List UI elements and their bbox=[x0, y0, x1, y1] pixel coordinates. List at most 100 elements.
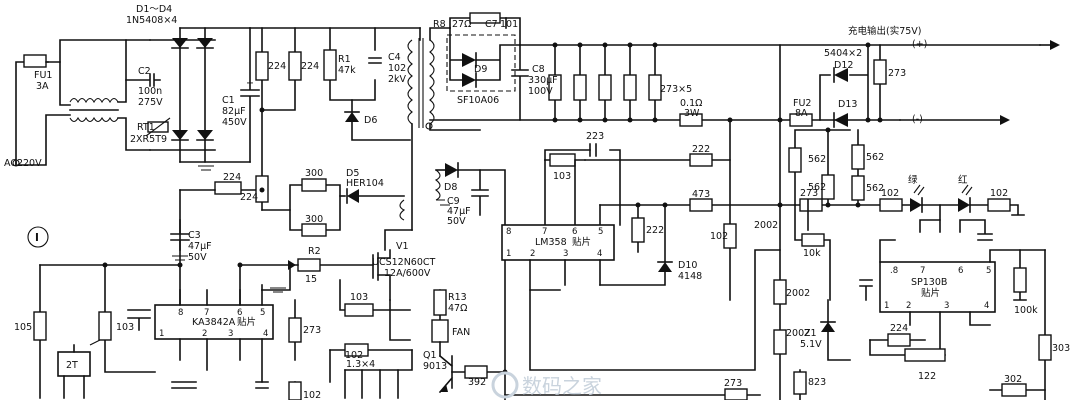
label-d13: D13 bbox=[838, 99, 857, 110]
resistor-224-b bbox=[288, 51, 302, 81]
label-d10: D10 bbox=[678, 260, 697, 271]
ac-input-section: + bbox=[12, 27, 260, 171]
label-ic2-p8: 8 bbox=[506, 227, 511, 237]
label-ic2-p6: 6 bbox=[572, 227, 577, 237]
label-r300-b: 300 bbox=[305, 214, 323, 225]
resistor-105 bbox=[33, 311, 47, 341]
label-output: 充电输出(实75V) bbox=[848, 25, 922, 37]
label-r300-a: 300 bbox=[305, 168, 323, 179]
resistor-392 bbox=[464, 365, 488, 379]
label-r13x4: 1.3×4 bbox=[346, 359, 375, 370]
label-ic2: LM358 bbox=[535, 237, 567, 248]
label-ic2-p2: 2 bbox=[530, 249, 535, 259]
label-r224-e: 224 bbox=[890, 323, 908, 334]
label-r222-b: 222 bbox=[646, 225, 664, 236]
label-r2-val: 15 bbox=[305, 274, 317, 285]
ic-ka3842a bbox=[154, 304, 274, 340]
resistor-222-a bbox=[689, 153, 713, 167]
label-d5-part: HER104 bbox=[346, 178, 384, 189]
label-r1: R1 bbox=[338, 54, 351, 65]
label-c7-val: 101 bbox=[500, 19, 518, 30]
label-u2t: 2T bbox=[66, 360, 78, 371]
label-r562-a: 562 bbox=[808, 154, 826, 165]
label-r224-c: 224 bbox=[223, 172, 241, 183]
diode-d13 bbox=[834, 113, 848, 127]
label-r13-val: 47Ω bbox=[448, 303, 467, 314]
label-ic3: SP130B bbox=[911, 277, 947, 288]
label-fu1: FU1 bbox=[34, 70, 52, 81]
label-ic1-p3: 3 bbox=[228, 329, 233, 339]
label-r103-a: 103 bbox=[116, 322, 134, 333]
label-out-plus: (+) bbox=[912, 39, 927, 50]
watermark: 数码之家 bbox=[491, 371, 602, 399]
resistor-103-b bbox=[344, 303, 374, 317]
label-ic2-p4: 4 bbox=[597, 249, 602, 259]
label-r823: 823 bbox=[808, 377, 826, 388]
dual-diode-d9 bbox=[446, 34, 516, 92]
resistor-303 bbox=[1038, 334, 1052, 361]
label-q-main-rating: 12A/600V bbox=[384, 268, 431, 279]
label-r8-val: 27Ω bbox=[452, 19, 471, 30]
label-ic1-p4: 4 bbox=[263, 329, 268, 339]
label-led-red: 红 bbox=[958, 174, 968, 186]
diode-d6 bbox=[345, 112, 359, 122]
resistor-273-a bbox=[288, 317, 302, 343]
label-c2: C2 bbox=[138, 66, 151, 77]
diode-d10 bbox=[658, 262, 672, 272]
label-ic1-tag: 贴片 bbox=[237, 316, 256, 328]
label-d6: D6 bbox=[364, 115, 377, 126]
diode-d4 bbox=[197, 130, 213, 140]
fuse-fu2 bbox=[789, 113, 813, 127]
label-r273-c: 273 bbox=[724, 378, 742, 389]
resistor-222-b bbox=[631, 217, 645, 243]
label-ic1-p6: 6 bbox=[237, 308, 242, 318]
label-r273x5: 273×5 bbox=[660, 84, 692, 95]
label-c9-val1: 47μF bbox=[447, 206, 471, 217]
label-q1: Q1 bbox=[423, 350, 437, 361]
label-ac-input: AC220V bbox=[4, 158, 42, 169]
resistor-473 bbox=[689, 198, 713, 212]
label-r2: R2 bbox=[308, 246, 321, 257]
diode-d5 bbox=[347, 189, 359, 203]
label-fu2-val: 8A bbox=[795, 108, 808, 119]
resistor-273x5-1 bbox=[548, 74, 562, 101]
marker-i bbox=[27, 226, 49, 248]
label-r224-b: 224 bbox=[301, 61, 319, 72]
label-ic3-p8: .8 bbox=[890, 266, 898, 276]
resistor-102-c bbox=[723, 223, 737, 249]
label-r102-b: 102 bbox=[303, 390, 321, 400]
resistor-300-a bbox=[301, 178, 327, 192]
label-r10k: 10k bbox=[803, 248, 821, 259]
resistor-102-e bbox=[987, 198, 1011, 212]
label-c1: C1 bbox=[222, 95, 235, 106]
label-c9: C9 bbox=[447, 196, 460, 207]
label-ic2-p3: 3 bbox=[563, 249, 568, 259]
label-r102-c: 102 bbox=[710, 231, 728, 242]
label-ic3-tag: 贴片 bbox=[921, 287, 940, 299]
label-r222-a: 222 bbox=[692, 144, 710, 155]
label-c8-val1: 330μF bbox=[528, 75, 558, 86]
label-d1d4: D1～D4 bbox=[136, 4, 172, 15]
label-ic3-p7: 7 bbox=[920, 266, 925, 276]
label-c1-val2: 450V bbox=[222, 117, 247, 128]
fuse-fu1 bbox=[23, 54, 47, 68]
label-r473: 473 bbox=[692, 189, 710, 200]
label-c8: C8 bbox=[532, 64, 545, 75]
primary-resistors bbox=[179, 27, 421, 306]
resistor-r8 bbox=[469, 12, 501, 24]
resistor-562-a bbox=[788, 147, 802, 173]
label-r102-e: 102 bbox=[990, 188, 1008, 199]
label-c4-val2: 2kV bbox=[388, 74, 407, 85]
resistor-2002-c bbox=[773, 329, 787, 355]
label-c8-val2: 100V bbox=[528, 86, 553, 97]
comparator-section bbox=[501, 119, 781, 400]
fan-driver bbox=[431, 289, 506, 394]
label-rt1: RT1 bbox=[137, 122, 155, 133]
label-ic2-tag: 贴片 bbox=[572, 236, 591, 248]
label-r562-c: 562 bbox=[866, 183, 884, 194]
transformer bbox=[399, 27, 481, 231]
label-r122: 122 bbox=[918, 371, 936, 382]
label-c4: C4 bbox=[388, 52, 401, 63]
label-ic1-p5: 5 bbox=[260, 308, 265, 318]
label-r224-a: 224 bbox=[268, 61, 286, 72]
